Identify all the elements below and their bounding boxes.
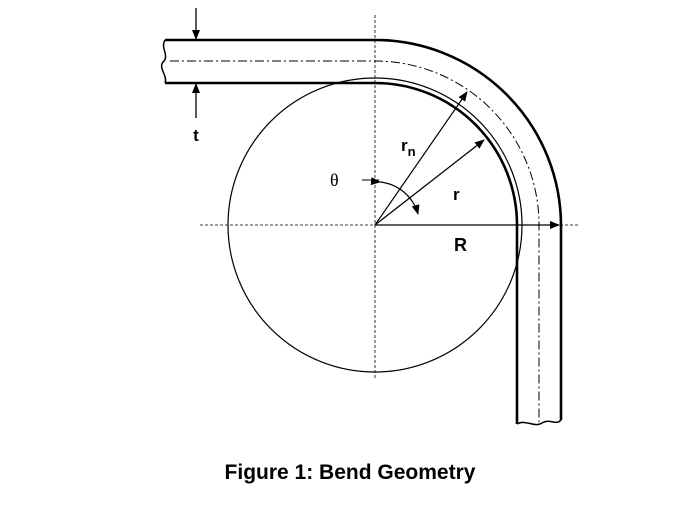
sheet-bottom-break bbox=[516, 419, 562, 426]
neutral-axis-line bbox=[170, 60, 540, 422]
sheet-inner-edge bbox=[165, 81, 519, 424]
angle-label: θ bbox=[330, 170, 339, 190]
sheet-outer-edge bbox=[165, 38, 563, 420]
inner-radius-label: r bbox=[453, 185, 460, 204]
neutral-radius-symbol: r bbox=[401, 136, 408, 155]
thickness-label: t bbox=[193, 126, 199, 145]
angle-arc bbox=[370, 177, 420, 215]
neutral-radius-arrow bbox=[374, 91, 468, 226]
sheet-left-break bbox=[160, 39, 167, 84]
inner-radius-arrow bbox=[374, 139, 485, 226]
neutral-radius-subscript: n bbox=[408, 144, 416, 159]
neutral-radius-label: rn bbox=[401, 136, 416, 159]
figure-caption: Figure 1: Bend Geometry bbox=[224, 461, 476, 484]
bend-radius-label: R bbox=[454, 235, 467, 255]
